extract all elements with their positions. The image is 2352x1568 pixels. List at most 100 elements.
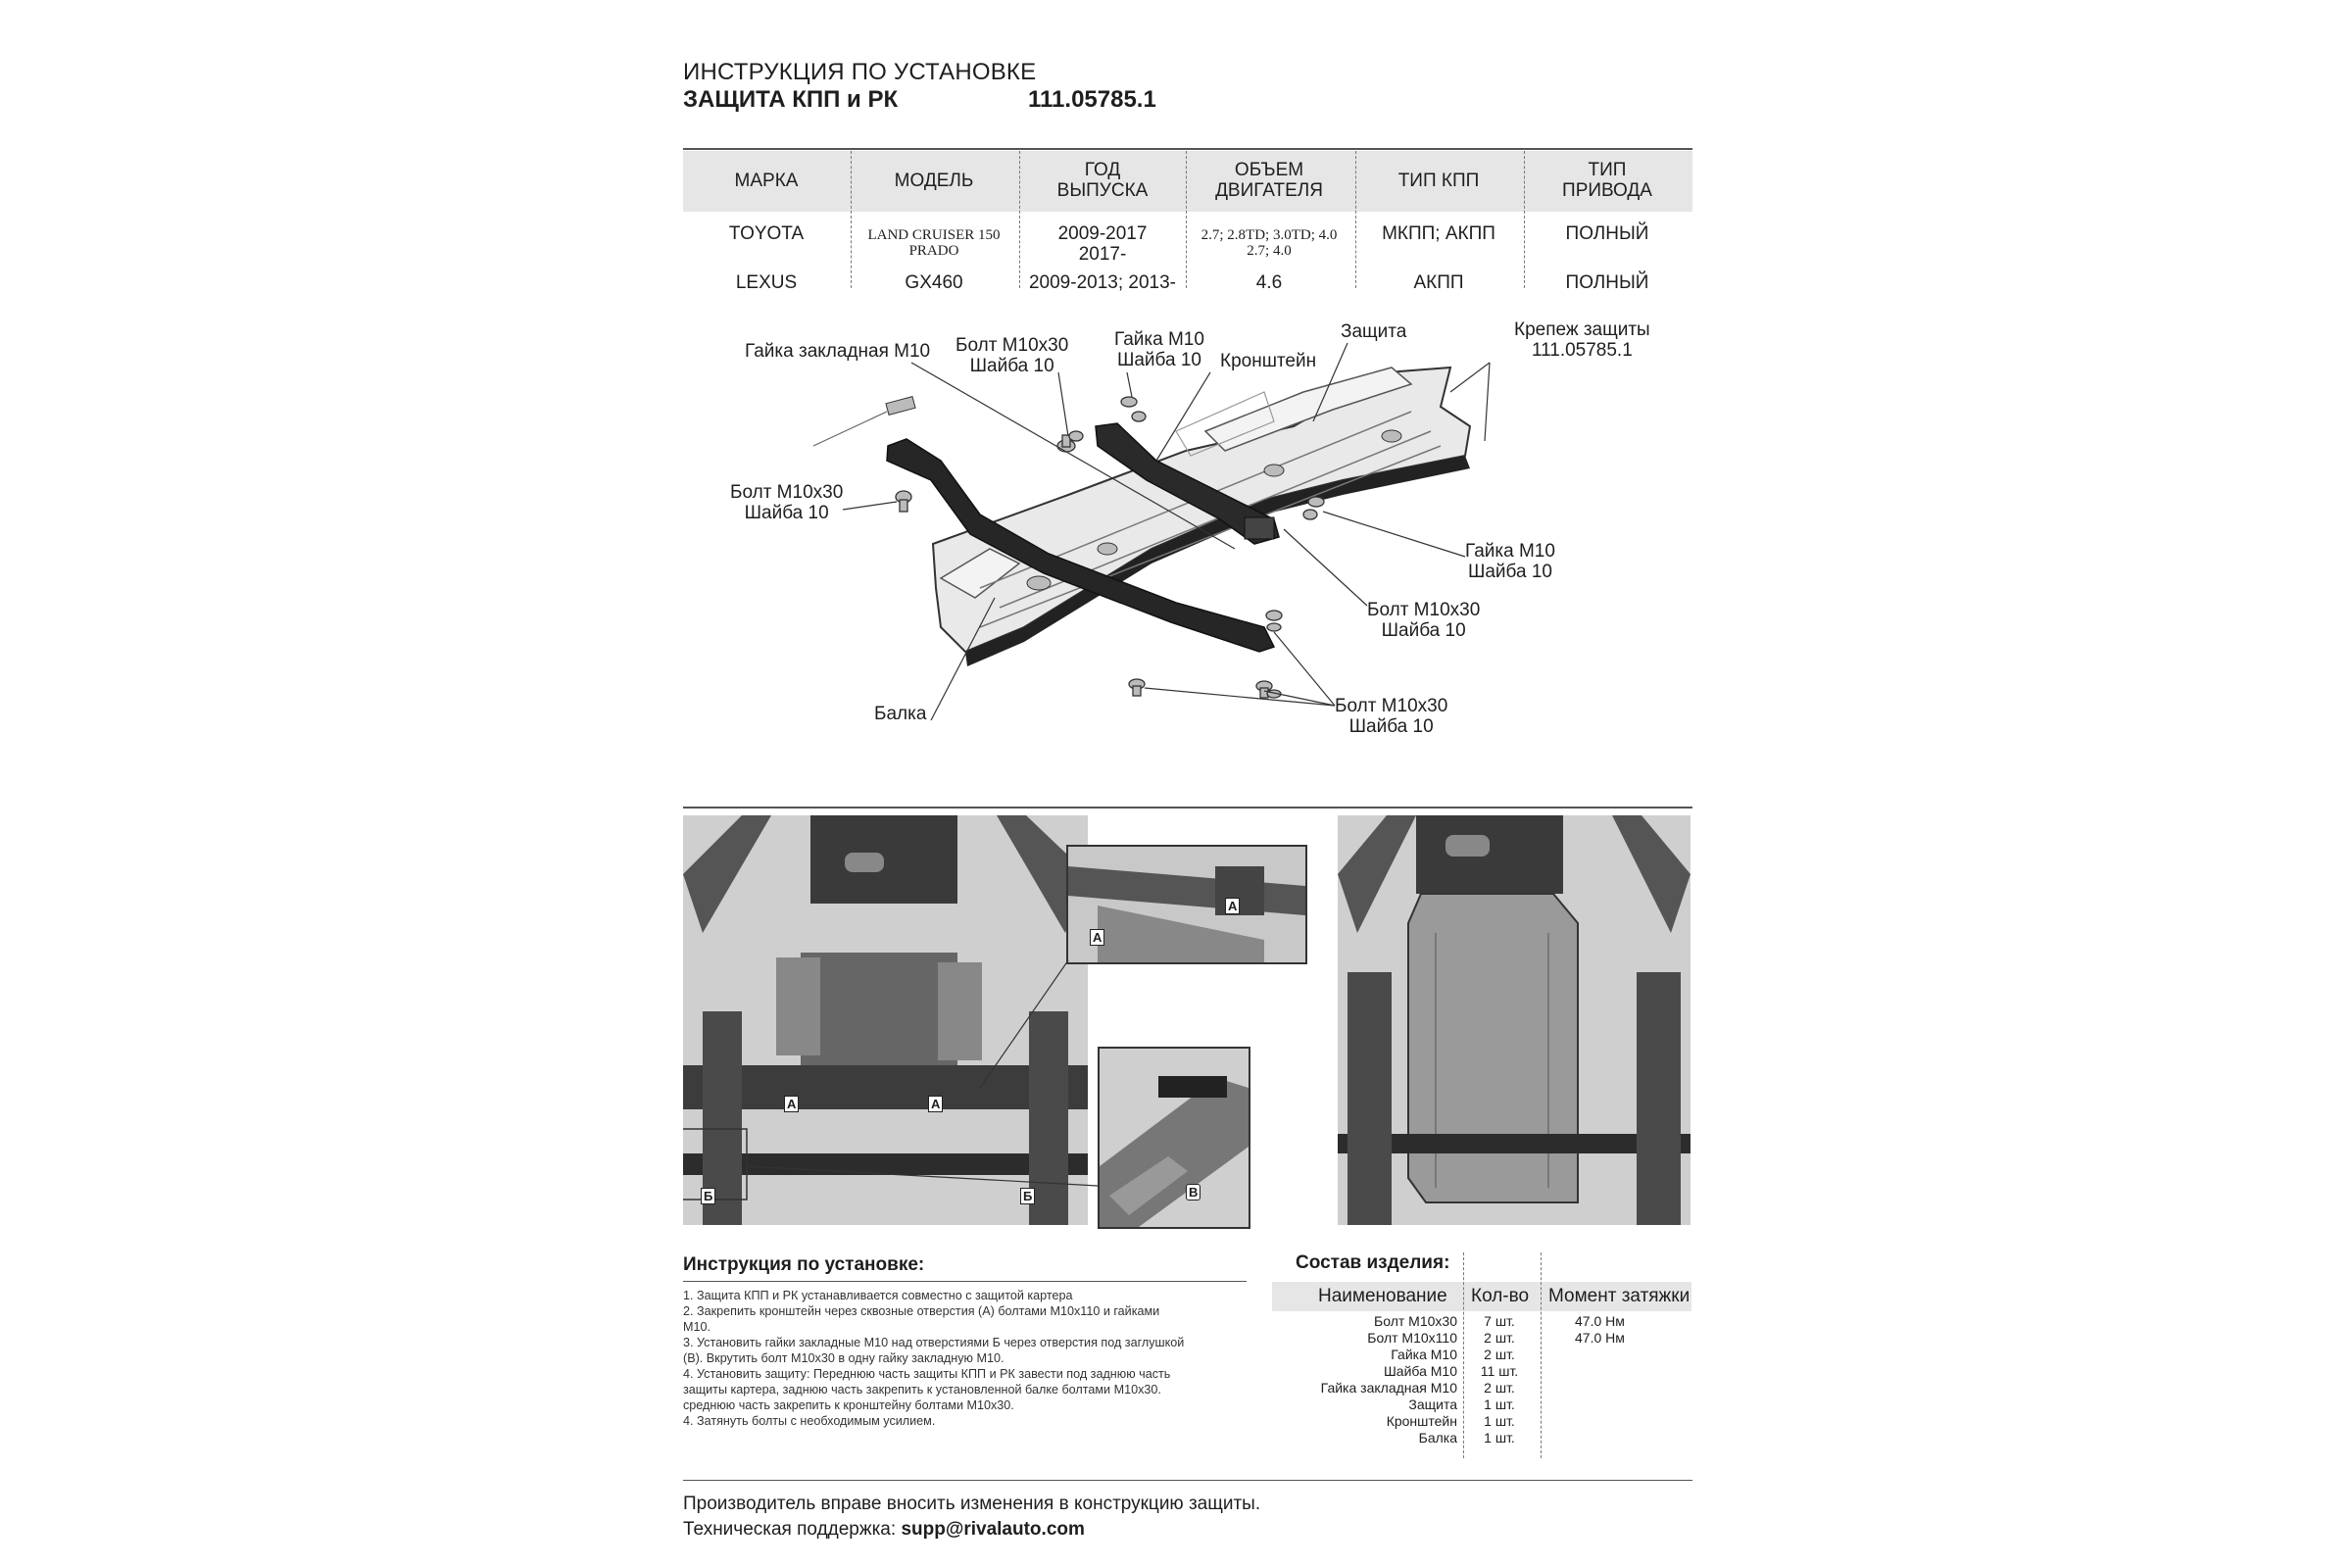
label-nut-right-l1: Гайка М10 [1465, 541, 1555, 562]
item-qty: 7 шт. [1484, 1313, 1515, 1329]
col-header-drive-l1: ТИП [1588, 160, 1627, 180]
label-beam: Балка [874, 704, 927, 724]
bracket-part [1095, 422, 1280, 545]
label-bolt-right-l2: Шайба 10 [1381, 620, 1466, 641]
instruction-line: 4. Затянуть болты с необходимым усилием. [683, 1414, 936, 1428]
instruction-line: среднюю часть закрепить к кронштейну бол… [683, 1398, 1014, 1412]
col-header-drive-l2: ПРИВОДА [1562, 180, 1652, 201]
detail-photo-b: В [1098, 1047, 1250, 1229]
cell-gearbox: АКПП [1413, 272, 1464, 293]
cell-engine-l1: 2.7; 2.8TD; 3.0TD; 4.0 [1200, 227, 1338, 243]
label-bolt-bottom-l1: Болт М10х30 [1335, 696, 1448, 716]
col-header-engine-l2: ДВИГАТЕЛЯ [1215, 180, 1323, 201]
instruction-line: 4. Установить защиту: Переднюю часть защ… [683, 1367, 1171, 1381]
cell-brand: LEXUS [735, 272, 798, 293]
table-divider [1186, 151, 1187, 288]
cell-year-l2: 2017- [1078, 244, 1127, 265]
table-divider [1524, 151, 1525, 288]
instruction-line: 3. Установить гайки закладные М10 над от… [683, 1336, 1185, 1349]
instructions-title: Инструкция по установке: [683, 1254, 925, 1275]
instruction-line: М10. [683, 1320, 710, 1334]
item-qty: 1 шт. [1484, 1430, 1515, 1446]
cell-gearbox: МКПП; АКПП [1382, 223, 1495, 244]
item-name: Болт М10х110 [1367, 1330, 1457, 1346]
item-name: Балка [1418, 1430, 1457, 1446]
col-header-engine-l1: ОБЪЕМ [1234, 160, 1304, 180]
cell-drive: ПОЛНЫЙ [1565, 223, 1649, 244]
label-bolt-left-l2: Шайба 10 [744, 503, 829, 523]
beam-part [886, 438, 1276, 653]
instruction-line: (В). Вкрутить болт М10х30 в одну гайку з… [683, 1351, 1004, 1365]
footer-notice: Производитель вправе вносить изменения в… [683, 1494, 1261, 1514]
marker-a-left: А [784, 1096, 800, 1112]
embedded-nut-part [885, 395, 916, 416]
instructions-list: 1. Защита КПП и РК устанавливается совме… [683, 1288, 1251, 1429]
instructions-rule [683, 1281, 1247, 1282]
label-bolt-a-l1: Болт М10х30 [956, 335, 1069, 356]
cell-model: GX460 [905, 272, 963, 293]
instruction-line: 1. Защита КПП и РК устанавливается совме… [683, 1289, 1073, 1302]
label-fastener-l2: 111.05785.1 [1531, 340, 1633, 361]
item-name: Защита [1408, 1396, 1457, 1412]
item-name: Кронштейн [1386, 1413, 1457, 1429]
item-name: Гайка М10 [1391, 1347, 1457, 1362]
label-bolt-right-l1: Болт М10х30 [1367, 600, 1481, 620]
label-nut-a-l2: Шайба 10 [1116, 350, 1201, 370]
doc-title: ИНСТРУКЦИЯ ПО УСТАНОВКЕ [683, 59, 1037, 85]
label-bracket: Кронштейн [1220, 351, 1317, 371]
col-header-gearbox: ТИП КПП [1397, 171, 1480, 191]
label-guard: Защита [1341, 321, 1407, 342]
instruction-line: защиты картера, заднюю часть закрепить к… [683, 1383, 1161, 1396]
label-bolt-bottom-l2: Шайба 10 [1348, 716, 1434, 737]
item-torque: 47.0 Нм [1575, 1313, 1625, 1329]
composition-names: Болт М10х30 Болт М10х110 Гайка М10 Шайба… [1274, 1313, 1457, 1446]
item-qty: 1 шт. [1484, 1396, 1515, 1412]
item-qty: 11 шт. [1480, 1363, 1519, 1379]
table-top-rule [683, 148, 1692, 150]
cell-engine: 4.6 [1255, 272, 1283, 293]
col-header-qty: Кол-во [1471, 1286, 1530, 1306]
composition-title: Состав изделия: [1296, 1252, 1450, 1273]
item-qty: 1 шт. [1484, 1413, 1515, 1429]
section-rule [683, 807, 1692, 808]
col-header-year-l2: ВЫПУСКА [1056, 180, 1149, 201]
instruction-line: 2. Закрепить кронштейн через сквозные от… [683, 1304, 1160, 1318]
label-bolt-a-l2: Шайба 10 [969, 356, 1054, 376]
cell-brand: TOYOTA [728, 223, 805, 244]
composition-qtys: 7 шт. 2 шт. 2 шт. 11 шт. 2 шт. 1 шт. 1 ш… [1470, 1313, 1529, 1446]
item-qty: 2 шт. [1484, 1330, 1515, 1346]
cell-year: 2009-2013; 2013- [1028, 272, 1176, 293]
underbody-photo-after [1338, 815, 1690, 1225]
footer-rule [683, 1480, 1692, 1481]
table-divider [851, 151, 852, 288]
support-email-link[interactable]: supp@rivalauto.com [901, 1519, 1085, 1540]
axis-line [812, 411, 888, 447]
marker-b-right: Б [1020, 1188, 1036, 1204]
col-header-brand: МАРКА [734, 171, 799, 191]
label-nut-right-l2: Шайба 10 [1467, 562, 1552, 582]
leader-lines [842, 342, 1491, 721]
cell-engine-l2: 2.7; 4.0 [1247, 243, 1292, 259]
fasteners [895, 396, 1325, 699]
label-bolt-left-l1: Болт М10х30 [730, 482, 844, 503]
col-header-year-l1: ГОД [1084, 160, 1121, 180]
underbody-photo-before: А А Б Б [683, 815, 1088, 1225]
label-nut-a-l1: Гайка М10 [1114, 329, 1204, 350]
cell-model-l1: LAND CRUISER 150 [867, 227, 1001, 243]
composition-torques: 47.0 Нм 47.0 Нм [1575, 1313, 1683, 1347]
item-name: Болт М10х30 [1374, 1313, 1457, 1329]
support-label: Техническая поддержка: [683, 1519, 897, 1540]
col-header-torque: Момент затяжки [1548, 1286, 1690, 1306]
item-name: Гайка закладная М10 [1320, 1380, 1457, 1396]
